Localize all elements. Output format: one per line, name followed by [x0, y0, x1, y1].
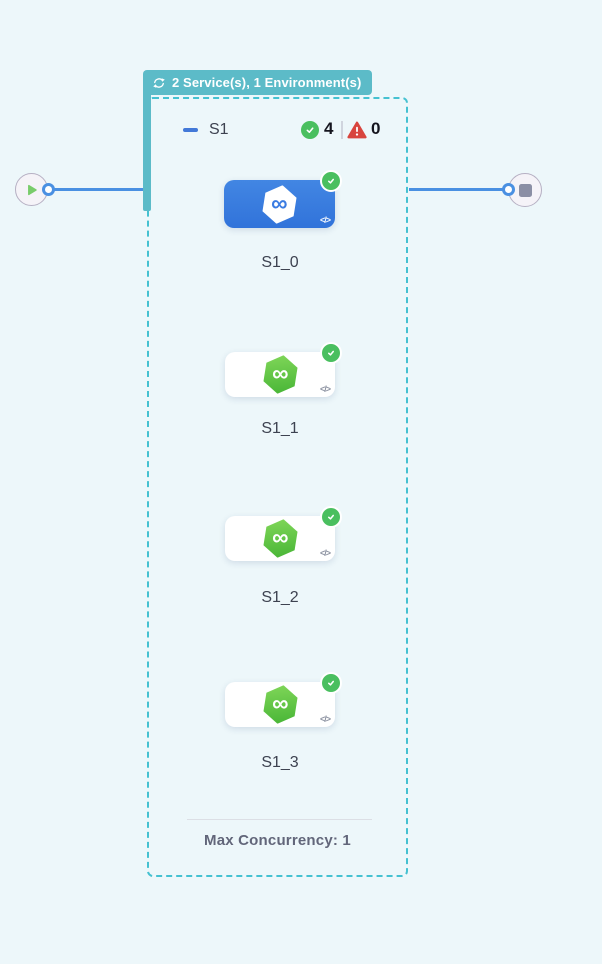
success-status-badge: [320, 506, 342, 528]
node-label: S1_3: [261, 754, 299, 771]
connector-line-end: [409, 188, 505, 191]
service-node-s1-2[interactable]: ∞ </>: [225, 506, 342, 561]
error-count: 0: [371, 119, 381, 138]
infinity-glyph: ∞: [271, 360, 289, 387]
service-node-s1-1[interactable]: ∞ </>: [225, 342, 342, 397]
count-divider: [341, 121, 343, 139]
infinity-glyph: ∞: [271, 189, 288, 216]
service-node-s1-0[interactable]: ∞ </>: [224, 170, 342, 228]
code-icon: </>: [319, 215, 331, 225]
stage-group-outline: [147, 97, 408, 877]
loop-badge[interactable]: 2 Service(s), 1 Environment(s): [143, 70, 373, 95]
code-icon: </>: [319, 384, 331, 394]
footer-divider: [187, 819, 372, 820]
code-icon: </>: [319, 714, 331, 724]
max-concurrency-label: Max Concurrency: 1: [204, 832, 351, 849]
node-label: S1_2: [261, 589, 299, 606]
check-circle-icon: [301, 121, 319, 139]
success-count: 4: [324, 119, 334, 138]
success-status-badge: [320, 672, 342, 694]
loop-badge-label: 2 Service(s), 1 Environment(s): [172, 75, 362, 90]
harness-hexagon-icon: ∞: [260, 353, 301, 397]
loop-icon: [152, 76, 166, 90]
service-node-s1-3[interactable]: ∞ </>: [225, 672, 342, 727]
code-icon: </>: [319, 548, 331, 558]
success-status-badge: [320, 342, 342, 364]
infinity-glyph: ∞: [271, 524, 289, 551]
success-status-badge: [320, 170, 342, 192]
play-icon: [26, 184, 38, 196]
harness-hexagon-icon: ∞: [260, 683, 301, 727]
infinity-glyph: ∞: [271, 690, 289, 717]
warning-triangle-icon: [347, 121, 367, 139]
collapse-icon[interactable]: [183, 128, 198, 132]
harness-hexagon-icon: ∞: [259, 182, 300, 226]
node-label: S1_1: [261, 420, 299, 437]
node-label: S1_0: [261, 254, 299, 271]
end-link-port: [502, 183, 515, 196]
harness-hexagon-icon: ∞: [260, 517, 301, 561]
stage-name[interactable]: S1: [209, 121, 229, 138]
connector-line-start: [50, 188, 147, 191]
stop-icon: [518, 183, 532, 197]
group-accent-strip: [143, 94, 151, 211]
start-link-port: [42, 183, 55, 196]
